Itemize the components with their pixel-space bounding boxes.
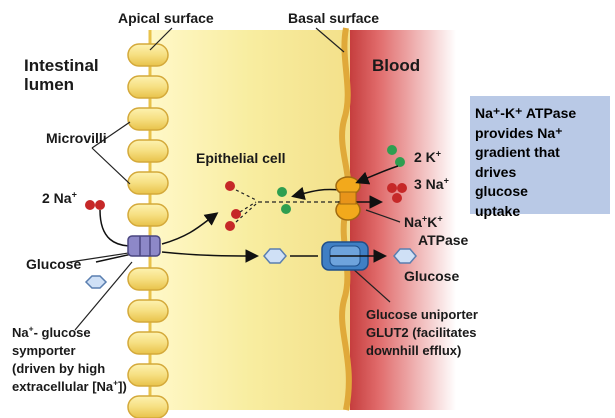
atpase-na-charge: + (421, 213, 428, 224)
glucose-path (95, 253, 133, 263)
symporter-rest-text: - glucose (33, 325, 91, 340)
sodium-ion (85, 200, 95, 210)
glucose-leader (69, 251, 136, 263)
glucose-left-label: Glucose (26, 256, 82, 272)
potassium-ion (395, 157, 405, 167)
microvilli-leader (91, 121, 131, 149)
note-box (470, 96, 610, 214)
microvillus (127, 363, 169, 387)
symporter-label-line2: symporter (12, 343, 76, 358)
sodium-ion (95, 200, 105, 210)
note-line: drives (475, 163, 517, 180)
sodium-ion (231, 209, 241, 219)
atpase-label-line2: ATPase (418, 232, 469, 248)
potassium-count-text: 2 K (414, 149, 436, 165)
microvillus (127, 331, 169, 355)
basal-surface-label: Basal surface (288, 10, 380, 26)
potassium-out-label: 2 K+ (414, 149, 441, 165)
atpase-label-line1: Na+K+ (404, 214, 443, 230)
glucose-molecule (84, 275, 108, 289)
sodium-ion (225, 221, 235, 231)
potassium-uptake-arrow (355, 165, 399, 185)
microvillus (127, 267, 169, 291)
glucose-molecule (393, 248, 417, 264)
apical-surface-label: Apical surface (118, 10, 214, 26)
symporter-label-line4: extracellular [Na+]) (12, 378, 127, 395)
sodium-ion (397, 183, 407, 193)
sodium-ion (225, 181, 235, 191)
intestinal-lumen-label-line2: lumen (24, 75, 75, 94)
symporter-line4-charge: + (113, 377, 119, 388)
note-line: uptake (475, 202, 521, 219)
microvillus (127, 139, 169, 163)
glucose-right-label: Glucose (404, 268, 460, 284)
symporter-label-line3: (driven by high (12, 361, 106, 376)
microvilli-leader (91, 147, 131, 185)
sodium-out-label: 3 Na+ (414, 176, 449, 192)
potassium-charge: + (435, 148, 442, 159)
note-line: gradient that (475, 144, 560, 160)
symporter-protein (127, 235, 161, 257)
glucose-molecule (263, 248, 287, 264)
symporter-label-line1: Na+- glucose (12, 324, 91, 341)
note-line: glucose (475, 183, 528, 199)
symporter-na-text: Na (12, 325, 29, 340)
potassium-ion (277, 187, 287, 197)
atpase-k-charge: + (437, 213, 443, 224)
sodium-cluster-lines (235, 189, 257, 223)
microvillus (127, 203, 169, 227)
intestinal-lumen-label-line1: Intestinal (24, 56, 99, 75)
symporter-charge: + (28, 323, 34, 334)
uniporter-label-line2: GLUT2 (facilitates (366, 325, 477, 340)
symporter-line4-end: ]) (118, 379, 127, 394)
sodium-charge: + (71, 189, 77, 200)
microvillus (127, 107, 169, 131)
microvilli-group (127, 43, 169, 418)
microvillus (127, 299, 169, 323)
leader-lines (69, 27, 401, 331)
basal-surface-leader (315, 27, 345, 53)
atpase-leader (365, 209, 401, 223)
note-line: Na⁺-K⁺ ATPase (475, 105, 577, 121)
blood-label: Blood (372, 56, 421, 75)
symporter-leader (74, 261, 133, 331)
microvillus (127, 43, 169, 67)
uniporter-label-line3: downhill efflux) (366, 343, 462, 358)
na-k-atpase-pump (335, 176, 361, 221)
note-line: provides Na⁺ (475, 124, 563, 141)
epithelial-cell-body (150, 30, 350, 410)
sodium-count-text: 2 Na (42, 190, 72, 206)
uniporter-leader (351, 267, 391, 303)
sodium-path (99, 209, 133, 247)
atpase-na-text: Na (404, 214, 422, 230)
microvillus (127, 171, 169, 195)
sodium-ion (392, 193, 402, 203)
potassium-ion (281, 204, 291, 214)
potassium-influx-arrow (291, 186, 341, 201)
epithelial-cell-label: Epithelial cell (196, 150, 286, 166)
sodium-out-charge: + (443, 175, 449, 186)
apical-surface-leader (149, 27, 173, 51)
microvilli-label: Microvilli (46, 130, 107, 146)
sodium-influx-arrow (161, 212, 219, 245)
sodium-count-label: 2 Na+ (42, 190, 77, 206)
symporter-line4-text: extracellular [Na (12, 379, 114, 394)
potassium-ion (387, 145, 397, 155)
microvillus (127, 395, 169, 418)
microvillus (127, 75, 169, 99)
glucose-influx-arrow (161, 249, 259, 263)
note-text: Na⁺-K⁺ ATPase provides Na⁺ gradient that… (475, 104, 576, 221)
sodium-out-text: 3 Na (414, 176, 444, 192)
uniporter-label-line1: Glucose uniporter (366, 307, 478, 322)
atpase-k-text: K (427, 214, 438, 230)
sodium-ion (387, 183, 397, 193)
